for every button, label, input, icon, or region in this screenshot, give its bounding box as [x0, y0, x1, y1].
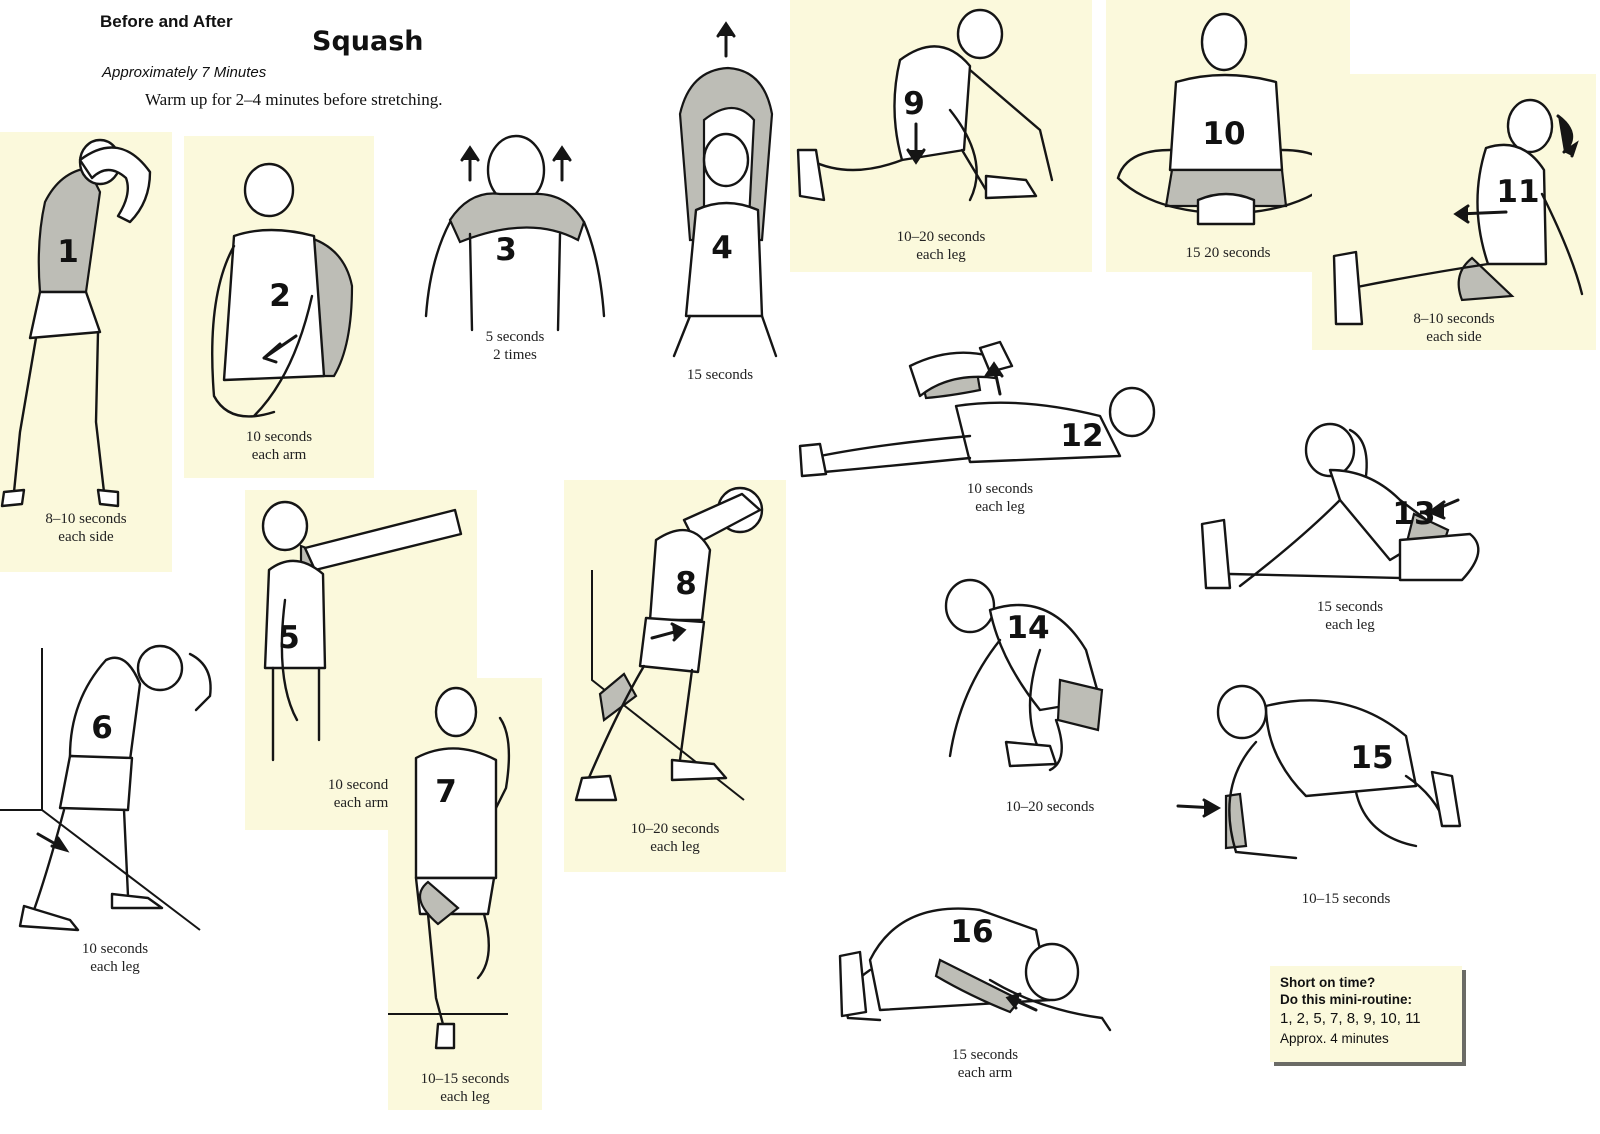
figure-kneeling-lunge	[796, 8, 1054, 202]
stretch-caption: 10–15 seconds	[1301, 891, 1391, 907]
stretch-number: 4	[711, 230, 733, 266]
stretch-caption: 10–20 seconds	[1005, 799, 1095, 815]
stretch-caption: 15 20 seconds	[1185, 245, 1271, 261]
stretch-number: 11	[1496, 174, 1540, 210]
mini-routine-heading: Short on time?	[1280, 975, 1376, 990]
stretch-number: 15	[1350, 740, 1394, 776]
stretch-number: 2	[269, 278, 291, 314]
figure-hurdler-stretch	[1200, 422, 1480, 590]
figure-shoulder-shrug	[424, 134, 606, 332]
series-label: Before and After	[100, 12, 233, 31]
stretch-number: 9	[903, 86, 925, 122]
figure-lunge-wall	[574, 486, 764, 802]
figure-side-quad	[798, 340, 1156, 478]
figure-arm-cross	[211, 162, 354, 418]
stretch-number: 13	[1392, 496, 1436, 532]
figure-arm-wall	[261, 500, 463, 762]
stretch-number: 6	[91, 710, 113, 746]
stretch-number: 5	[278, 620, 300, 656]
figure-overhead-reach	[672, 21, 778, 358]
stretch-15: 15 10–15 seconds	[1176, 676, 1496, 916]
figure-squat	[944, 578, 1104, 772]
duration-label: Approximately 7 Minutes	[102, 64, 267, 81]
stretch-number: 1	[57, 234, 79, 270]
mini-routine-subheading: Do this mini-routine:	[1280, 992, 1412, 1007]
stretch-number: 8	[675, 566, 697, 602]
stretch-number: 16	[950, 914, 994, 950]
stretch-caption: 15 seconds	[686, 367, 754, 383]
stretch-number: 10	[1202, 116, 1246, 152]
figure-seated-twist	[1332, 98, 1584, 326]
stretch-number: 7	[435, 774, 457, 810]
stretch-4: 4 15 seconds	[650, 20, 790, 390]
warmup-instruction: Warm up for 2–4 minutes before stretchin…	[145, 90, 443, 109]
page-title: Squash	[312, 26, 424, 57]
figure-side-bend	[0, 138, 152, 508]
stretch-number: 3	[495, 232, 517, 268]
figure-quad-stretch	[388, 686, 511, 1050]
stretch-10: 10 15 20 seconds	[1106, 0, 1350, 272]
stretch-number: 12	[1060, 418, 1104, 454]
stretch-number: 14	[1006, 610, 1050, 646]
stretch-14: 14 10–20 seconds	[930, 570, 1170, 830]
mini-routine-list: 1, 2, 5, 7, 8, 9, 10, 11	[1280, 1010, 1421, 1027]
figure-kneel-calf	[1176, 684, 1462, 860]
figure-calf-wall	[0, 644, 212, 932]
mini-routine-duration: Approx. 4 minutes	[1280, 1031, 1389, 1046]
mini-routine-box: Short on time? Do this mini-routine: 1, …	[1270, 966, 1462, 1062]
figure-childs-pose	[838, 907, 1112, 1032]
